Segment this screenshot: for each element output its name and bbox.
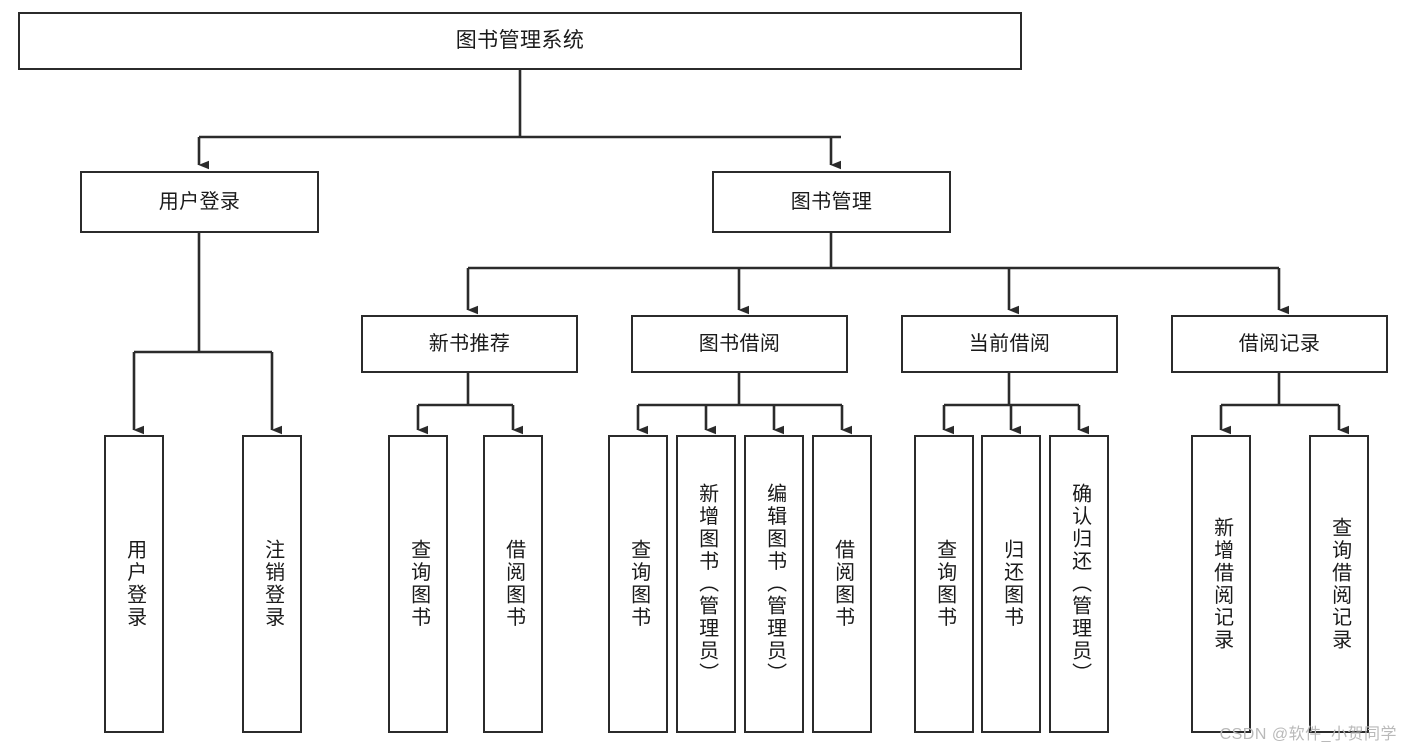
node-leaf-book-borrow-add[interactable]: 新增图书（管理员）: [676, 435, 736, 733]
csdn-watermark: CSDN @软件_小贺同学: [1219, 726, 1397, 743]
node-leaf-new-book-borrow[interactable]: 借阅图书: [483, 435, 543, 733]
node-label: 图书管理系统: [455, 29, 585, 53]
node-label: 查询借阅记录: [1328, 516, 1351, 652]
node-leaf-borrow-records-add[interactable]: 新增借阅记录: [1191, 435, 1251, 733]
node-label: 注销登录: [261, 539, 284, 629]
node-leaf-book-borrow-query[interactable]: 查询图书: [608, 435, 668, 733]
node-leaf-current-borrow-query[interactable]: 查询图书: [914, 435, 974, 733]
node-label: 当前借阅: [968, 332, 1051, 355]
node-leaf-user-login-login[interactable]: 用户登录: [104, 435, 164, 733]
node-leaf-book-borrow-borrow[interactable]: 借阅图书: [812, 435, 872, 733]
node-borrow-records[interactable]: 借阅记录: [1171, 315, 1388, 373]
node-label: 归还图书: [1000, 539, 1023, 629]
node-label: 借阅记录: [1238, 332, 1321, 355]
node-user-login[interactable]: 用户登录: [80, 171, 319, 233]
node-label: 图书借阅: [698, 332, 781, 355]
node-label: 新增图书（管理员）: [695, 483, 718, 685]
node-label: 编辑图书（管理员）: [763, 483, 786, 685]
node-label: 查询图书: [933, 539, 956, 629]
node-leaf-borrow-records-query[interactable]: 查询借阅记录: [1309, 435, 1369, 733]
node-label: 图书管理: [790, 190, 873, 213]
node-label: 用户登录: [123, 539, 146, 629]
node-label: 确认归还（管理员）: [1068, 483, 1091, 685]
node-new-book-recommend[interactable]: 新书推荐: [361, 315, 578, 373]
node-label: 查询图书: [407, 539, 430, 629]
node-label: 查询图书: [627, 539, 650, 629]
node-label: 借阅图书: [502, 539, 525, 629]
node-leaf-current-borrow-confirm-return[interactable]: 确认归还（管理员）: [1049, 435, 1109, 733]
node-leaf-book-borrow-edit[interactable]: 编辑图书（管理员）: [744, 435, 804, 733]
node-root-book-management-system[interactable]: 图书管理系统: [18, 12, 1022, 70]
node-label: 新增借阅记录: [1210, 516, 1233, 652]
node-leaf-current-borrow-return[interactable]: 归还图书: [981, 435, 1041, 733]
node-leaf-new-book-query[interactable]: 查询图书: [388, 435, 448, 733]
node-leaf-user-login-logout[interactable]: 注销登录: [242, 435, 302, 733]
node-book-borrow[interactable]: 图书借阅: [631, 315, 848, 373]
node-book-management[interactable]: 图书管理: [712, 171, 951, 233]
node-current-borrow[interactable]: 当前借阅: [901, 315, 1118, 373]
node-label: 用户登录: [158, 190, 241, 213]
node-label: 新书推荐: [428, 332, 511, 355]
node-label: 借阅图书: [831, 539, 854, 629]
